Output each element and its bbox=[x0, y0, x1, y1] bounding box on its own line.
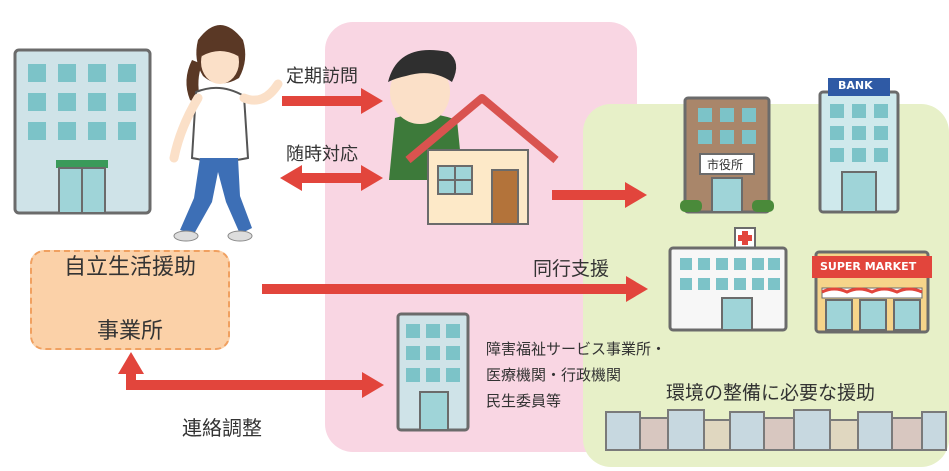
periodic-visit-arrow bbox=[282, 88, 383, 114]
house-to-city-arrow bbox=[552, 182, 647, 208]
on-demand-arrow bbox=[280, 165, 383, 191]
bank-icon bbox=[818, 78, 900, 214]
city-hall-sign: 市役所 bbox=[707, 158, 744, 172]
office-name-line1: 自立生活援助 bbox=[63, 255, 196, 280]
hospital-icon bbox=[668, 227, 788, 332]
office-building-icon bbox=[13, 48, 152, 215]
services-label-line1: 障害福祉サービス事業所・ bbox=[486, 340, 667, 358]
on-demand-label: 随時対応 bbox=[286, 144, 358, 165]
city-hall-icon bbox=[680, 96, 774, 214]
coordination-label: 連絡調整 bbox=[182, 416, 262, 440]
bank-sign: BANK bbox=[838, 79, 873, 92]
environment-support-label: 環境の整備に必要な援助 bbox=[666, 382, 876, 404]
house-icon bbox=[405, 94, 559, 225]
services-label-line3: 民生委員等 bbox=[486, 392, 562, 410]
supermarket-sign: SUPER MARKET bbox=[820, 260, 917, 273]
townscape-icon bbox=[605, 409, 947, 451]
supermarket-icon bbox=[812, 250, 932, 334]
independent-living-office-box: 自立生活援助 事業所 bbox=[30, 250, 230, 350]
services-building-icon bbox=[396, 312, 470, 432]
services-label-line2: 医療機関・行政機関 bbox=[486, 366, 622, 384]
coordination-arrow bbox=[118, 352, 384, 398]
office-name-line2: 事業所 bbox=[96, 319, 163, 344]
support-worker-icon bbox=[169, 25, 283, 242]
accompany-support-arrow bbox=[262, 276, 648, 302]
accompany-support-label: 同行支援 bbox=[533, 258, 610, 280]
periodic-visit-label: 定期訪問 bbox=[286, 66, 358, 87]
